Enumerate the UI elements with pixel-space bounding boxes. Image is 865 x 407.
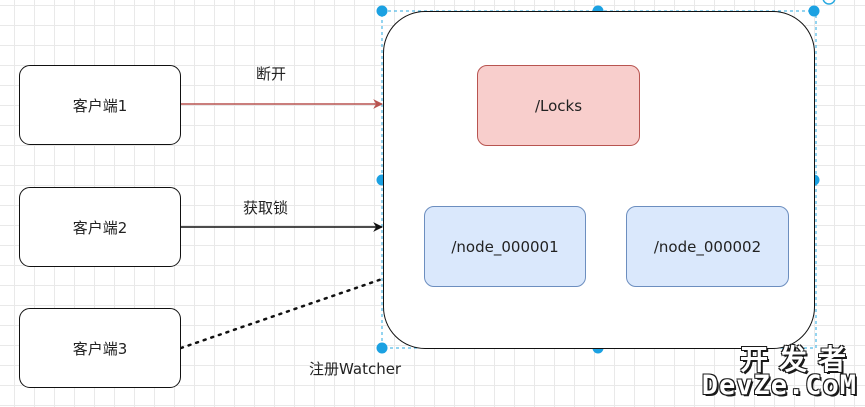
watch-dotted-line[interactable]: [179, 264, 422, 350]
handle-top-left: [376, 5, 388, 17]
zookeeper-container[interactable]: [383, 11, 815, 349]
node-000001-label: /node_000001: [451, 237, 559, 256]
client-2-node[interactable]: 客户端2: [19, 187, 181, 267]
client-2-label: 客户端2: [72, 218, 128, 237]
client-1-label: 客户端1: [72, 96, 128, 115]
client-1-node[interactable]: 客户端1: [19, 65, 181, 145]
client-3-node[interactable]: 客户端3: [19, 308, 181, 388]
disconnect-label: 断开: [256, 65, 287, 83]
register-watcher-label: 注册Watcher: [309, 360, 402, 378]
node-000001[interactable]: /node_000001: [424, 206, 586, 287]
handle-top-right: [808, 5, 820, 17]
locks-root-label: /Locks: [534, 96, 583, 115]
watermark-line-1: 开发者: [739, 343, 857, 376]
locks-root-node[interactable]: /Locks: [477, 65, 640, 146]
acquire-lock-label: 获取锁: [243, 199, 289, 217]
node-000002[interactable]: /node_000002: [626, 206, 789, 287]
client-3-label: 客户端3: [72, 339, 128, 358]
handle-bottom-left: [376, 342, 388, 354]
rotate-handle[interactable]: [822, 0, 836, 5]
node-000002-label: /node_000002: [653, 237, 762, 256]
watermark-line-2: DevZe.CoM: [701, 370, 857, 401]
